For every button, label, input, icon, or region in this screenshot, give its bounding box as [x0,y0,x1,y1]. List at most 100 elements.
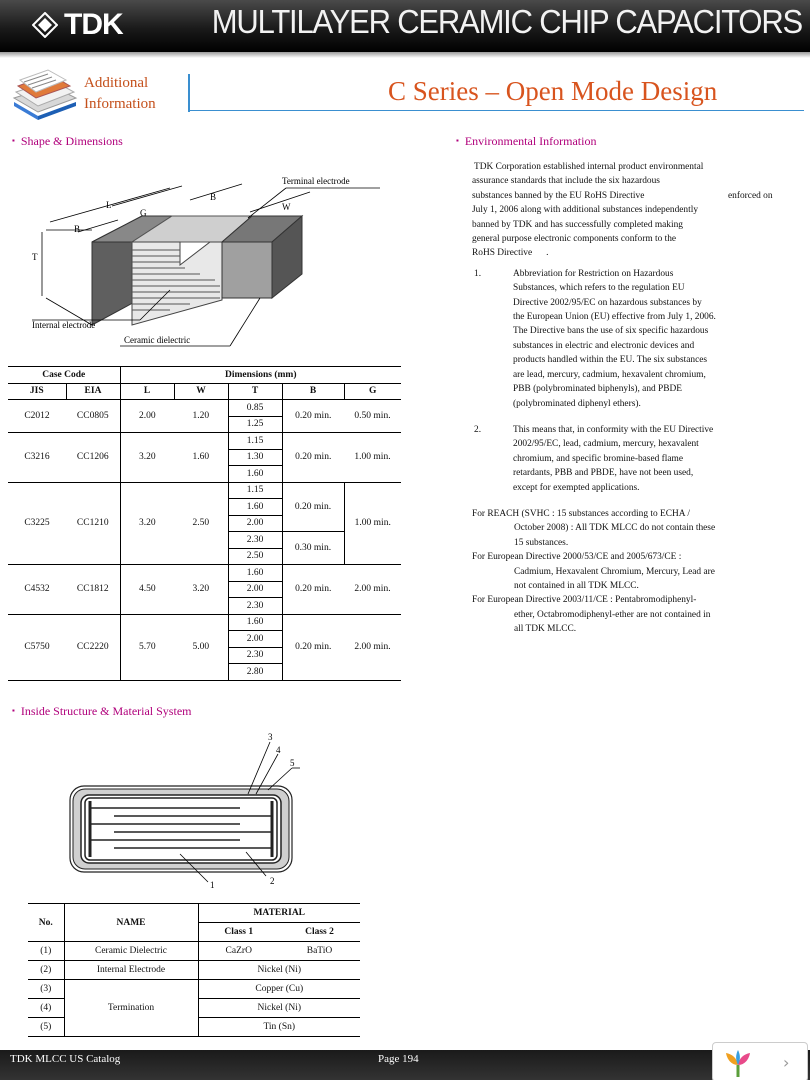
cell-material: Nickel (Ni) [198,960,360,980]
cell-b: 0.20 min. [282,614,344,681]
section-environmental: Environmental Information [456,134,597,149]
cell-g: 0.50 min. [344,399,401,433]
label-G: G [140,208,147,218]
cell-t: 2.30 [228,597,283,615]
note-line: products handled within the EU. The six … [513,355,708,366]
footer-catalog: TDK MLCC US Catalog [10,1053,121,1065]
page-nav-widget[interactable]: › [712,1042,808,1080]
next-page-arrow-icon[interactable]: › [783,1053,790,1072]
cell-eia: CC0805 [66,399,121,433]
label-B-right: B [210,192,216,202]
label-T: T [32,252,38,262]
label-ceramic-dielectric: Ceramic dielectric [124,335,190,345]
cell-w: 2.50 [174,482,229,565]
cell-t: 2.80 [228,663,283,681]
cell-l: 2.00 [120,399,174,433]
cell-b: 0.20 min. [282,432,344,483]
note-line: 2002/95/EC, lead, cadmium, mercury, hexa… [513,439,699,450]
page-footer: TDK MLCC US Catalog Page 194 › [0,1042,810,1080]
env-line: assurance standards that include the six… [472,176,660,187]
header-w: W [174,383,229,400]
page-header: TDK MULTILAYER CERAMIC CHIP CAPACITORS [0,0,810,52]
cell-no: (4) [28,998,65,1018]
cell-no: (2) [28,960,65,980]
note-line: Substances, which refers to the regulati… [513,283,685,294]
cell-l: 3.20 [120,482,174,565]
header-eia: EIA [66,383,121,400]
table-row: C4532 CC1812 4.50 3.20 1.60 0.20 min. 2.… [8,564,401,615]
note-2: 2. This means that, in conformity with t… [472,423,792,495]
table-row: C5750 CC2220 5.70 5.00 1.60 0.20 min. 2.… [8,614,401,681]
cell-jis: C4532 [8,564,66,615]
cell-w: 1.20 [174,399,229,433]
cell-t: 1.60 [228,498,283,516]
cell-w: 3.20 [174,564,229,615]
note-number: 2. [474,424,482,435]
material-table: No. NAME MATERIAL Class 1 Class 2 (1) Ce… [28,903,360,1037]
cell-class1: CaZrO [198,941,279,961]
table-row: C2012 CC0805 2.00 1.20 0.85 0.20 min. 0.… [8,399,401,433]
cell-w: 1.60 [174,432,229,483]
cell-eia: CC1812 [66,564,121,615]
table-row: (4) Nickel (Ni) [28,998,360,1018]
cell-g: 1.00 min. [344,432,401,483]
cell-g: 2.00 min. [344,564,401,615]
table-row: (3) Termination Copper (Cu) [28,979,360,1037]
table-row: C3216 CC1206 3.20 1.60 1.15 0.20 min. 1.… [8,432,401,483]
header-class2: Class 2 [279,922,360,942]
inside-structure-diagram: 1 2 3 4 5 [69,732,300,890]
note-line: chromium, and specific bromine-based fla… [513,453,683,464]
section-shape-dimensions: Shape & Dimensions [12,134,123,149]
information-text: Information [84,96,156,112]
note-line: Abbreviation for Restriction on Hazardou… [513,268,674,279]
cell-no: (5) [28,1017,65,1037]
table-row: (2) Internal Electrode Nickel (Ni) [28,960,360,980]
tdk-logo-icon [32,12,58,38]
header-l: L [120,383,175,400]
header-name: NAME [64,903,199,942]
cell-t: 0.85 [228,399,283,417]
dimensions-table: Case Code Dimensions (mm) JIS EIA L W T … [8,366,401,681]
eu-directive-1: For European Directive 2000/53/CE and 20… [472,550,792,593]
logo-text: TDK [64,8,124,41]
cell-t: 1.60 [228,564,283,582]
chip-dimension-diagram: Terminal electrode Internal electrode Ce… [32,176,380,347]
section-inside-structure: Inside Structure & Material System [12,704,192,719]
callout-3: 3 [268,732,273,742]
table-row: C3225 CC1210 3.20 2.50 1.15 0.20 min. 1.… [8,482,401,565]
header-b: B [282,383,345,400]
header-class1: Class 1 [198,922,279,942]
env-text: . [546,248,549,259]
cell-material: Nickel (Ni) [198,998,360,1018]
reach-line: 15 substances. [514,537,569,548]
cell-eia: CC1210 [66,482,121,565]
reach-line: October 2008) : All TDK MLCC do not cont… [514,523,716,534]
note-line: Directive 2002/95/EC on hazardous substa… [513,297,702,308]
tdk-logo: TDK [32,8,124,42]
callout-5: 5 [290,758,295,768]
header-no: No. [28,903,65,942]
env-line: RoHS Directive. [472,246,792,260]
callout-2: 2 [270,876,275,886]
cell-l: 4.50 [120,564,174,615]
header-g: G [344,383,401,400]
callout-1: 1 [210,880,215,890]
env-text: substances banned by the EU RoHS Directi… [472,190,645,201]
eu-line: not contained in all TDK MLCC. [514,580,639,591]
cell-material: Tin (Sn) [198,1017,360,1037]
header-t: T [228,383,283,400]
eu-directive-2: For European Directive 2003/11/CE : Pent… [472,593,792,636]
cell-no: (3) [28,979,65,999]
cell-b: 0.30 min. [282,531,345,565]
cell-no: (1) [28,941,65,961]
cell-name: Termination [64,979,199,1037]
header-title: MULTILAYER CERAMIC CHIP CAPACITORS [211,2,803,41]
cell-l: 3.20 [120,432,174,483]
cell-g: 1.00 min. [344,482,401,565]
cell-t: 1.60 [228,614,283,631]
cell-l: 5.70 [120,614,174,681]
table-row: (5) Tin (Sn) [28,1017,360,1037]
cell-name: Internal Electrode [64,960,199,980]
env-line: July 1, 2006 along with additional subst… [472,205,699,216]
eu-line: For European Directive 2000/53/CE and 20… [472,552,682,563]
